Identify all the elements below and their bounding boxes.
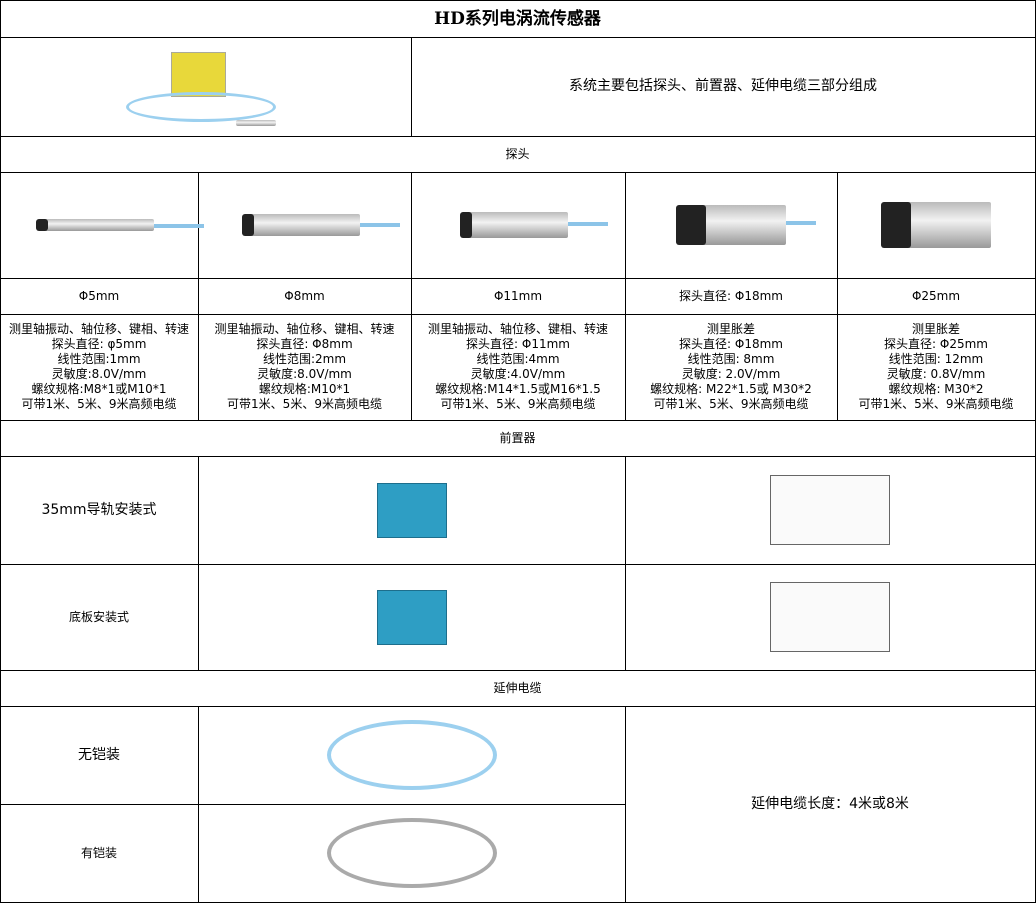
cable-unarmored-image [198, 706, 626, 805]
probe-size: Φ8mm [198, 278, 412, 315]
cable-unarmored-label: 无铠装 [0, 706, 199, 805]
probe-size: Φ11mm [411, 278, 626, 315]
spec-line: 探头直径: Φ25mm [884, 337, 988, 351]
probe-18mm-image [625, 172, 838, 279]
preamp-rail-image [198, 456, 626, 565]
preamp-rail-label: 35mm导轨安装式 [0, 456, 199, 565]
spec-line: 线性范围: 8mm [687, 352, 775, 366]
spec-line: 可带1米、5米、9米高频电缆 [440, 397, 596, 411]
spec-line: 测里胀差 [911, 322, 960, 336]
cable-length: 延伸电缆长度：4米或8米 [625, 706, 1036, 903]
spec-line: 螺纹规格:M14*1.5或M16*1.5 [435, 382, 601, 396]
spec-line: 灵敏度:4.0V/mm [470, 367, 566, 381]
spec-line: 探头直径: Φ18mm [679, 337, 783, 351]
spec-line: 螺纹规格:M8*1或M10*1 [31, 382, 167, 396]
probe-size: Φ25mm [837, 278, 1036, 315]
probe-25mm-image [837, 172, 1036, 279]
preamp-base-drawing [625, 564, 1036, 671]
spec-line: 测里轴振动、轴位移、键相、转速 [8, 322, 189, 336]
spec-line: 可带1米、5米、9米高频电缆 [21, 397, 177, 411]
probe-size: 探头直径: Φ18mm [625, 278, 838, 315]
spec-line: 灵敏度: 0.8V/mm [886, 367, 986, 381]
spec-line: 可带1米、5米、9米高频电缆 [858, 397, 1014, 411]
spec-line: 灵敏度: 2.0V/mm [681, 367, 781, 381]
spec-line: 灵敏度:8.0V/mm [51, 367, 147, 381]
table-border [0, 0, 1, 903]
spec-line: 可带1米、5米、9米高频电缆 [653, 397, 809, 411]
spec-line: 线性范围:4mm [476, 352, 560, 366]
cable-armored-label: 有铠装 [0, 804, 199, 903]
spec-line: 螺纹规格: M22*1.5或 M30*2 [650, 382, 812, 396]
spec-line: 线性范围:1mm [57, 352, 141, 366]
section-probe: 探头 [0, 136, 1036, 173]
spec-line: 探头直径: φ5mm [51, 337, 147, 351]
section-preamp: 前置器 [0, 420, 1036, 457]
page-title: HD系列电涡流传感器 [0, 0, 1036, 38]
spec-line: 灵敏度:8.0V/mm [257, 367, 352, 381]
preamp-base-image [198, 564, 626, 671]
sensor-system-image [0, 37, 412, 137]
spec-line: 测里胀差 [706, 322, 755, 336]
spec-line: 螺纹规格: M30*2 [888, 382, 984, 396]
spec-line: 测里轴振动、轴位移、键相、转速 [427, 322, 608, 336]
probe-8mm-image [198, 172, 412, 279]
spec-line: 可带1米、5米、9米高频电缆 [227, 397, 382, 411]
cable-armored-image [198, 804, 626, 903]
spec-line: 探头直径: Φ11mm [466, 337, 570, 351]
probe-11mm-image [411, 172, 626, 279]
spec-line: 线性范围:2mm [262, 352, 347, 366]
spec-line: 螺纹规格:M10*1 [258, 382, 351, 396]
spec-line: 线性范围: 12mm [888, 352, 984, 366]
probe-size: Φ5mm [0, 278, 199, 315]
section-cable: 延伸电缆 [0, 670, 1036, 707]
spec-line: 探头直径: Φ8mm [256, 337, 353, 351]
preamp-base-label: 底板安装式 [0, 564, 199, 671]
probe-5mm-image [0, 172, 204, 279]
system-intro: 系统主要包括探头、前置器、延伸电缆三部分组成 [411, 37, 1036, 137]
preamp-rail-drawing [625, 456, 1036, 565]
spec-line: 测里轴振动、轴位移、键相、转速 [214, 322, 395, 336]
